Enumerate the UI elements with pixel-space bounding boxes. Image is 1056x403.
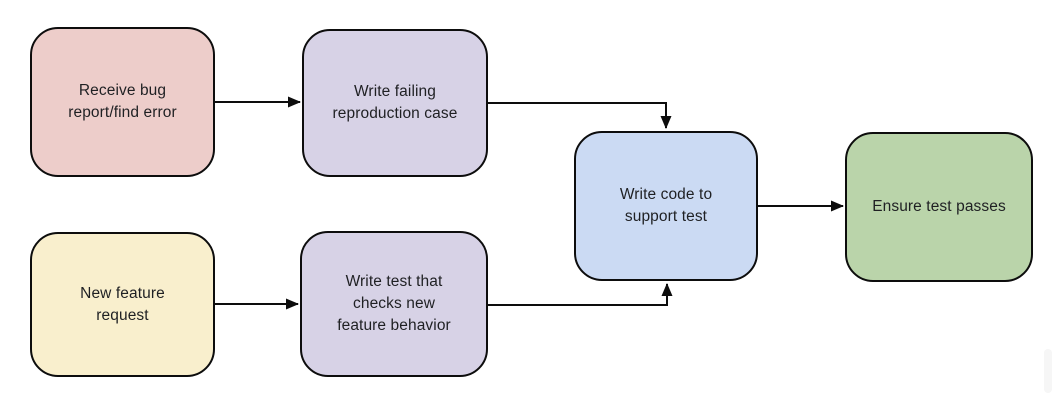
node-write-code-to-support-test[interactable]: Write code to support test [574, 131, 758, 281]
node-write-code-to-support-test-label: Write code to support test [619, 186, 713, 225]
edge-repro-to-code [488, 102, 672, 129]
node-ensure-test-passes-label: Ensure test passes [872, 198, 1006, 215]
edge-test-to-code [488, 283, 673, 306]
node-receive-bug-report-label: Receive bug report/find error [68, 82, 177, 121]
node-write-test-checks-new-feature-label: Write test that checks new feature behav… [337, 273, 451, 334]
node-ensure-test-passes[interactable]: Ensure test passes [845, 132, 1033, 282]
scrollbar-thumb[interactable] [1044, 349, 1052, 393]
node-new-feature-request[interactable]: New feature request [30, 232, 215, 377]
node-write-test-checks-new-feature[interactable]: Write test that checks new feature behav… [300, 231, 488, 377]
node-write-failing-reproduction-case[interactable]: Write failing reproduction case [302, 29, 488, 177]
node-receive-bug-report[interactable]: Receive bug report/find error [30, 27, 215, 177]
node-new-feature-request-label: New feature request [80, 284, 165, 324]
node-write-failing-reproduction-case-label: Write failing reproduction case [332, 83, 458, 122]
